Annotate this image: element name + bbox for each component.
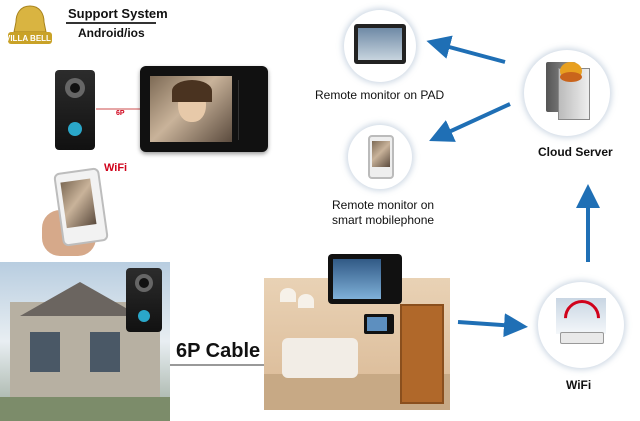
wall-monitor-icon bbox=[328, 254, 402, 304]
small-monitor-icon bbox=[364, 314, 394, 334]
smartphone-icon bbox=[53, 167, 109, 247]
phone-label-line2: smart mobilephone bbox=[332, 213, 435, 227]
arrow-server-to-pad bbox=[426, 35, 506, 64]
brand-logo: VILLA BELL bbox=[2, 2, 58, 48]
arrow-room-to-wifi bbox=[457, 313, 528, 338]
doorbell-camera-house-icon bbox=[126, 268, 162, 332]
server-icon bbox=[546, 62, 590, 120]
smartphone-hand bbox=[40, 167, 110, 258]
server-circle bbox=[524, 50, 610, 136]
cable-label: 6P Cable bbox=[176, 340, 261, 362]
phone-circle bbox=[348, 125, 412, 189]
pad-circle bbox=[344, 10, 416, 82]
router-circle bbox=[538, 282, 624, 368]
arrow-server-to-phone bbox=[429, 102, 511, 142]
doorbell-camera-icon bbox=[55, 70, 95, 150]
support-divider bbox=[66, 22, 156, 24]
cable-line-small bbox=[96, 108, 140, 110]
logo-text: VILLA BELL bbox=[5, 34, 51, 43]
cloud-server-label: Cloud Server bbox=[538, 145, 613, 159]
cable-line bbox=[170, 364, 264, 366]
wifi-router-icon bbox=[550, 292, 612, 354]
bell-logo-icon bbox=[8, 5, 52, 44]
pad-label: Remote monitor on PAD bbox=[315, 88, 445, 102]
living-room-photo bbox=[264, 278, 450, 410]
wifi-badge: WiFi bbox=[104, 162, 128, 174]
tablet-icon bbox=[354, 24, 406, 64]
phone-monitor-icon bbox=[368, 135, 394, 179]
wifi-label: WiFi bbox=[566, 378, 592, 392]
support-title: Support System bbox=[68, 6, 168, 21]
phone-label-line1: Remote monitor on bbox=[332, 198, 435, 212]
cable-small-label: 6P bbox=[116, 110, 125, 117]
support-os: Android/ios bbox=[78, 26, 145, 40]
indoor-monitor-icon bbox=[140, 66, 268, 152]
